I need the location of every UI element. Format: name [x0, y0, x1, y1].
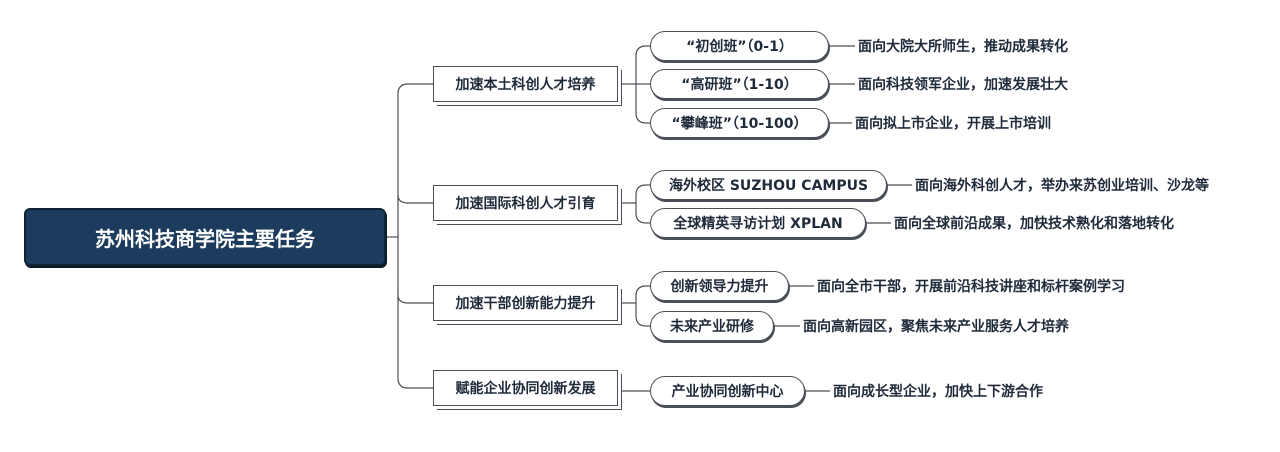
child-description-2-1: 面向海外科创人才，举办来苏创业培训、沙龙等: [915, 178, 1209, 194]
child-node-1-1[interactable]: “初创班”（0-1）: [650, 31, 829, 61]
child-label: “攀峰班”（10-100）: [671, 116, 808, 132]
child-label: 全球精英寻访计划 XPLAN: [673, 216, 843, 232]
child-description-3-2: 面向高新园区，聚焦未来产业服务人才培养: [803, 319, 1069, 335]
child-label: 未来产业研修: [670, 319, 754, 335]
child-node-1-3[interactable]: “攀峰班”（10-100）: [650, 108, 829, 138]
root-to-branch-3: [397, 294, 433, 304]
branch-node-2[interactable]: 加速国际科创人才引育: [433, 185, 618, 221]
child-node-3-1[interactable]: 创新领导力提升: [650, 271, 789, 301]
child-label: “高研班”（1-10）: [681, 77, 798, 93]
child-node-2-2[interactable]: 全球精英寻访计划 XPLAN: [650, 208, 866, 238]
child-description-1-1: 面向大院大所师生，推动成果转化: [858, 39, 1068, 55]
child-label: “初创班”（0-1）: [686, 39, 793, 55]
child-label: 创新领导力提升: [670, 279, 769, 295]
branch-node-4[interactable]: 赋能企业协同创新发展: [433, 370, 618, 406]
child-description-1-3: 面向拟上市企业，开展上市培训: [855, 116, 1051, 132]
root-node[interactable]: 苏州科技商学院主要任务: [24, 208, 386, 266]
child-description-4-1: 面向成长型企业，加快上下游合作: [833, 384, 1043, 400]
branch-2-spine: [635, 184, 647, 224]
branch-label: 赋能企业协同创新发展: [455, 381, 596, 397]
branch-3-spine: [635, 285, 647, 327]
root-to-branch-2: [397, 194, 433, 204]
child-label: 海外校区 SUZHOU CAMPUS: [668, 178, 869, 194]
branch-label: 加速国际科创人才引育: [455, 196, 596, 212]
child-node-3-2[interactable]: 未来产业研修: [650, 311, 774, 341]
child-description-2-2: 面向全球前沿成果，加快技术熟化和落地转化: [894, 216, 1174, 232]
branch-label: 加速干部创新能力提升: [455, 296, 596, 312]
child-description-1-2: 面向科技领军企业，加速发展壮大: [858, 77, 1068, 93]
branch-label: 加速本土科创人才培养: [455, 77, 596, 93]
child-node-1-2[interactable]: “高研班”（1-10）: [650, 69, 829, 99]
child-node-2-1[interactable]: 海外校区 SUZHOU CAMPUS: [650, 170, 887, 200]
root-title: 苏州科技商学院主要任务: [95, 226, 315, 251]
root-spine: [397, 83, 409, 389]
child-node-4-1[interactable]: 产业协同创新中心: [650, 376, 805, 406]
child-description-3-1: 面向全市干部，开展前沿科技讲座和标杆案例学习: [817, 279, 1125, 295]
branch-node-3[interactable]: 加速干部创新能力提升: [433, 285, 618, 321]
child-label: 产业协同创新中心: [671, 384, 784, 400]
branch-node-1[interactable]: 加速本土科创人才培养: [433, 66, 618, 102]
